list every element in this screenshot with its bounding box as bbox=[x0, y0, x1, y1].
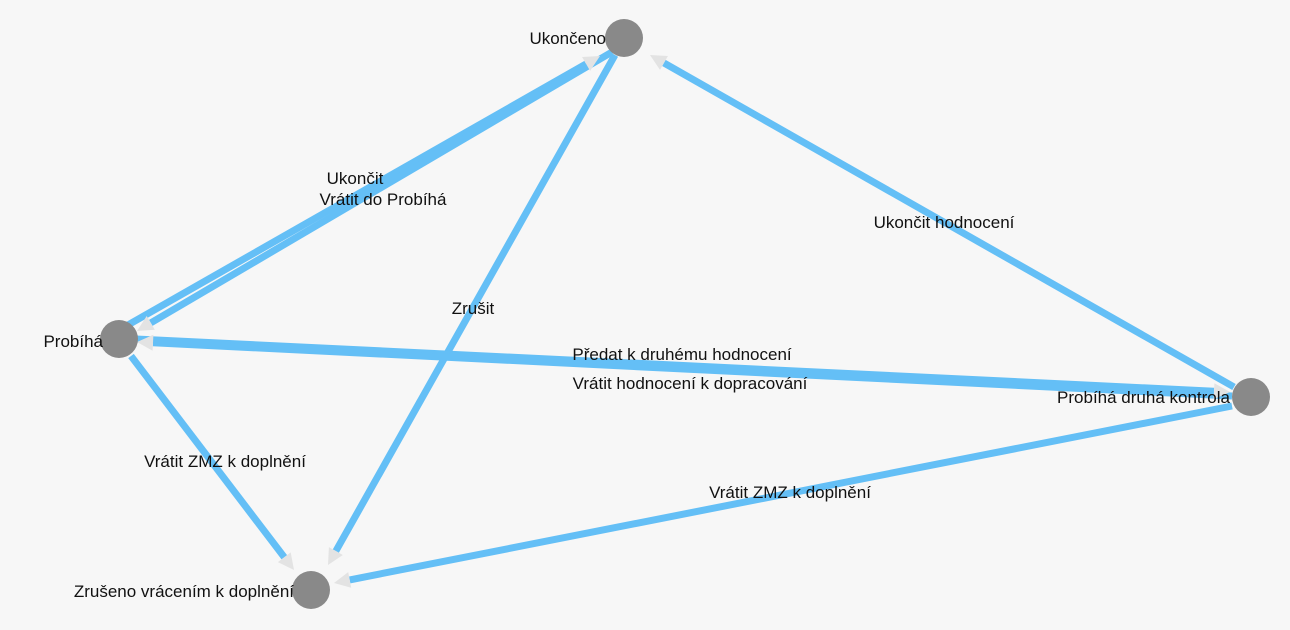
arrowhead-probiha-to-zruseno bbox=[277, 552, 294, 570]
arrowhead-druha-to-ukonceno bbox=[650, 55, 668, 70]
edge-druha-to-ukonceno[interactable] bbox=[662, 59, 1236, 391]
node-label-probiha: Probíhá bbox=[43, 332, 103, 351]
node-probiha[interactable] bbox=[100, 320, 138, 358]
edge-label-ukoncit: Ukončit bbox=[327, 169, 384, 188]
arrowhead-probiha-to-ukonceno bbox=[582, 56, 600, 71]
arrowhead-druha-to-probiha bbox=[137, 334, 154, 351]
arrowhead-ukonceno-to-zruseno bbox=[328, 547, 343, 565]
edges-layer bbox=[126, 48, 1236, 584]
edge-label-zrusit: Zrušit bbox=[452, 299, 495, 318]
node-zruseno[interactable] bbox=[292, 571, 330, 609]
edge-label-vratit-zmz-k-doplneni: Vrátit ZMZ k doplnění bbox=[709, 483, 871, 502]
arrowheads-layer bbox=[137, 55, 1230, 588]
edge-ukonceno-to-zruseno[interactable] bbox=[332, 53, 619, 553]
node-label-druha: Probíhá druhá kontrola bbox=[1057, 388, 1230, 407]
arrowhead-probiha-to-druha bbox=[1213, 383, 1230, 400]
edge-druha-to-zruseno[interactable] bbox=[349, 402, 1233, 584]
edge-label-predat-k-druhemu-hodnoceni: Předat k druhému hodnocení bbox=[572, 345, 792, 364]
arrowhead-ukonceno-to-probiha bbox=[137, 316, 155, 331]
edge-probiha-to-zruseno[interactable] bbox=[128, 353, 288, 560]
edge-probiha-to-ukonceno[interactable] bbox=[126, 60, 588, 329]
edge-ukonceno-to-probiha[interactable] bbox=[149, 48, 614, 326]
node-label-ukonceno: Ukončeno bbox=[529, 29, 606, 48]
node-label-zruseno: Zrušeno vrácením k doplnění bbox=[74, 582, 294, 601]
edge-label-ukoncit-hodnoceni: Ukončit hodnocení bbox=[874, 213, 1015, 232]
edge-label-vratit-do-probiha: Vrátit do Probíhá bbox=[320, 190, 447, 209]
edge-druha-to-probiha[interactable] bbox=[152, 339, 1233, 400]
nodes-layer bbox=[100, 19, 1270, 609]
arrowhead-druha-to-zruseno bbox=[334, 572, 352, 588]
edge-label-vratit-zmz-k-doplneni: Vrátit ZMZ k doplnění bbox=[144, 452, 306, 471]
node-druha[interactable] bbox=[1232, 378, 1270, 416]
edge-label-vratit-hodnoceni-k-dopracovani: Vrátit hodnocení k dopracování bbox=[573, 374, 808, 393]
node-ukonceno[interactable] bbox=[605, 19, 643, 57]
